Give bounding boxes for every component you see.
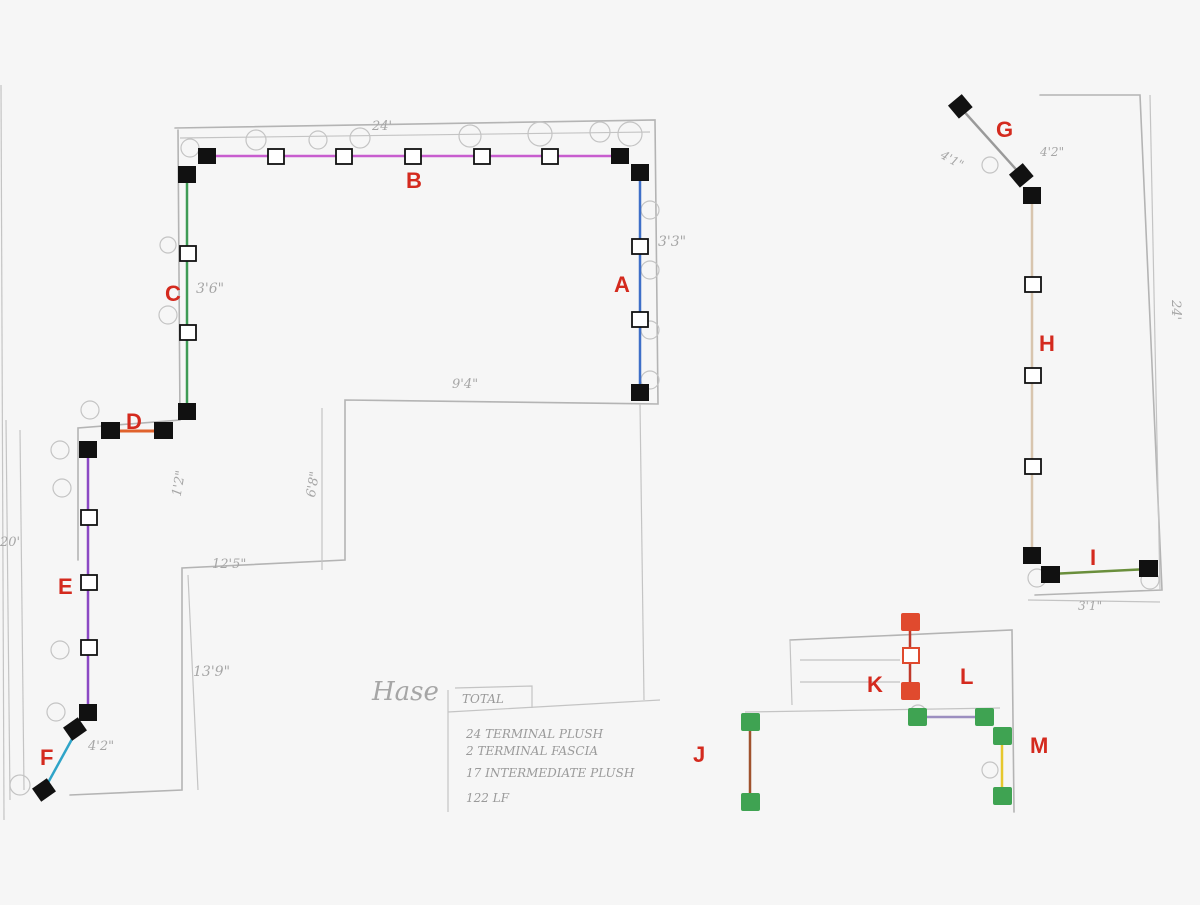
segment-i-line	[1049, 567, 1149, 576]
intermediate-marker	[631, 311, 649, 328]
terminal-marker	[611, 148, 629, 164]
terminal-marker	[178, 166, 196, 183]
terminal-marker	[1023, 547, 1041, 564]
intermediate-marker-red	[902, 647, 920, 664]
dim-4-1: 4'1"	[937, 147, 966, 172]
total-title: TOTAL	[462, 692, 504, 706]
red-terminal-marker	[901, 613, 920, 631]
dim-3-6: 3'6"	[196, 281, 224, 297]
terminal-markers	[32, 94, 1158, 811]
segment-label-i: I	[1090, 545, 1096, 570]
intermediate-markers	[80, 148, 1042, 664]
intermediate-marker	[80, 574, 98, 591]
terminal-marker	[1041, 566, 1060, 583]
intermediate-marker	[404, 148, 422, 165]
segment-g-line	[959, 106, 1023, 177]
total-line-1: 24 TERMINAL PLUSH	[465, 727, 604, 741]
dim-3-1: 3'1"	[1078, 599, 1102, 613]
intermediate-marker	[179, 245, 197, 262]
terminal-marker	[154, 422, 173, 439]
intermediate-marker	[541, 148, 559, 165]
intermediate-marker	[631, 238, 649, 255]
segment-label-c: C	[165, 281, 181, 306]
terminal-marker	[79, 704, 97, 721]
dim-12-5: 12'5"	[212, 557, 246, 572]
dim-3-3: 3'3"	[658, 234, 686, 250]
green-terminal-marker	[993, 787, 1012, 805]
segment-label-e: E	[58, 574, 73, 599]
intermediate-marker	[267, 148, 285, 165]
total-line-3: 17 INTERMEDIATE PLUSH	[466, 766, 635, 780]
green-terminal-marker	[741, 793, 760, 811]
terminal-marker	[1008, 163, 1034, 188]
terminal-marker	[79, 441, 97, 458]
segment-label-k: K	[867, 672, 883, 697]
intermediate-marker	[1024, 276, 1042, 293]
dim-24: 24'	[371, 119, 392, 134]
terminal-marker	[32, 778, 56, 802]
house-note: Hase	[371, 677, 439, 707]
intermediate-marker	[473, 148, 491, 165]
total-box: TOTAL 24 TERMINAL PLUSH 2 TERMINAL FASCI…	[447, 685, 661, 812]
green-terminal-marker	[975, 708, 994, 726]
segment-labels: A B C D E F G H I J K L M	[40, 117, 1096, 770]
total-line-4: 122 LF	[466, 791, 510, 805]
intermediate-marker	[80, 639, 98, 656]
segment-lines	[42, 106, 1149, 802]
terminal-marker	[631, 164, 649, 181]
terminal-marker	[947, 94, 973, 119]
dim-4-2b: 4'2"	[1039, 145, 1064, 159]
terminal-marker	[63, 717, 87, 741]
dim-6-8: 6'8"	[304, 470, 323, 498]
intermediate-marker	[1024, 458, 1042, 475]
intermediate-marker	[1024, 367, 1042, 384]
intermediate-marker	[335, 148, 353, 165]
intermediate-marker	[80, 509, 98, 526]
red-terminal-marker	[901, 682, 920, 700]
dim-4-2: 4'2"	[87, 739, 114, 754]
segment-label-f: F	[40, 745, 53, 770]
segment-f-line	[42, 729, 79, 791]
segment-label-a: A	[614, 272, 630, 297]
segment-label-j: J	[693, 742, 705, 767]
intermediate-marker	[179, 324, 197, 341]
terminal-marker	[1023, 187, 1041, 204]
green-terminal-marker	[908, 708, 927, 726]
dim-1-2: 1'2"	[170, 469, 189, 497]
terminal-marker	[101, 422, 120, 439]
house-sketch: 24' 3'3" 3'6" 9'4" 6'8" 1'2" 12'5" 13'9"…	[0, 84, 1183, 821]
segment-label-l: L	[960, 664, 973, 689]
dim-24b: 24'	[1168, 299, 1183, 320]
terminal-marker	[631, 384, 649, 401]
terminal-marker	[198, 148, 216, 164]
terminal-marker	[1139, 560, 1158, 577]
dim-20: 20'	[0, 535, 20, 550]
dim-9-4: 9'4"	[452, 377, 478, 392]
segment-label-m: M	[1030, 733, 1048, 758]
green-terminal-marker	[741, 713, 760, 731]
dim-13-9: 13'9"	[193, 664, 230, 680]
terminal-marker	[178, 403, 196, 420]
green-terminal-marker	[993, 727, 1012, 745]
segment-label-d: D	[126, 409, 142, 434]
segment-label-b: B	[406, 168, 422, 193]
total-line-2: 2 TERMINAL FASCIA	[465, 744, 598, 758]
segment-label-h: H	[1039, 331, 1055, 356]
segment-label-g: G	[996, 117, 1013, 142]
